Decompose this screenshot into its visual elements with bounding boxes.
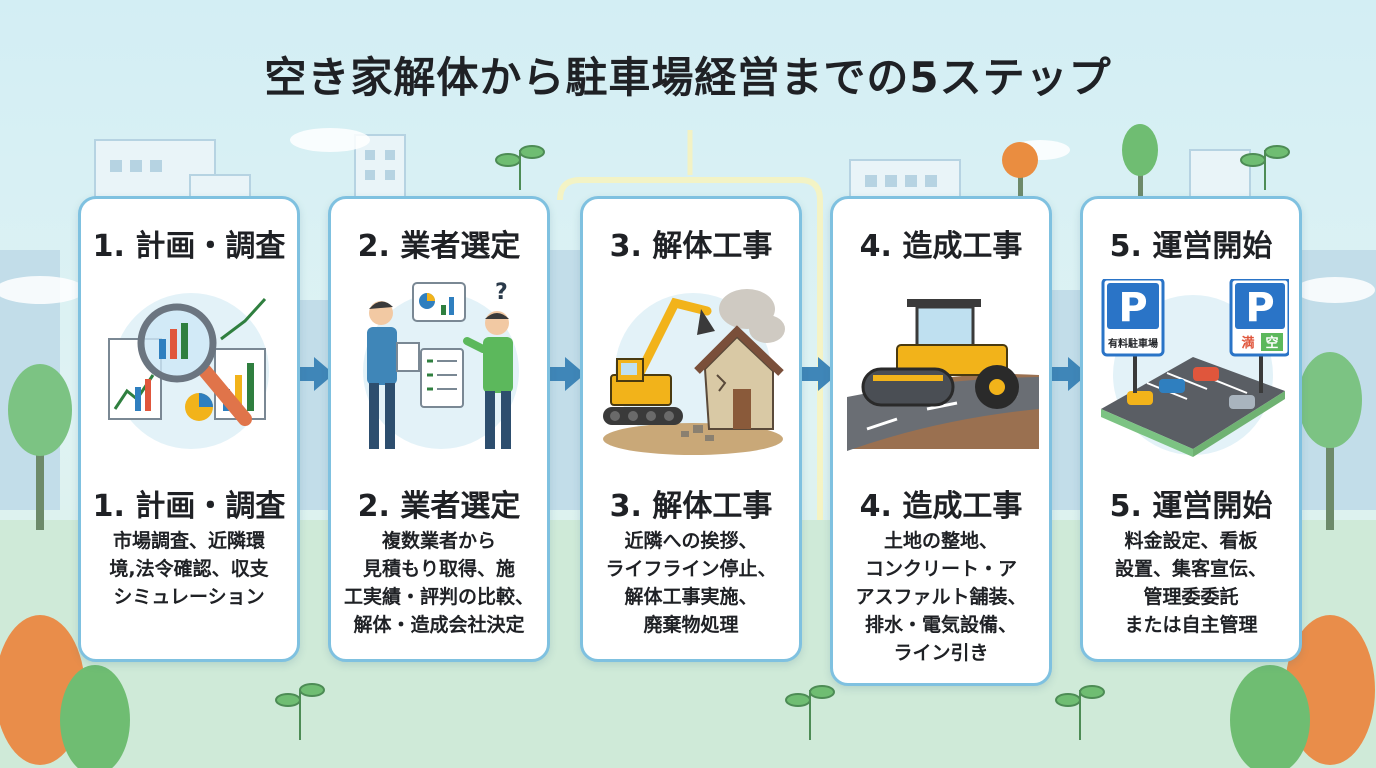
parking-lot-icon: P 有料駐車場 P 満 空 [1101, 279, 1289, 457]
sign-vacant-text: 空 [1265, 335, 1278, 351]
sign-full-text: 満 [1241, 335, 1254, 351]
step-card-2: 2. 業者選定 ? 2. 業者選定 複数業者から 見積もり取得、施 工実績・評判… [328, 196, 550, 662]
step-4-description: 土地の整地、 コンクリート・ア アスファルト舗装、 排水・電気設備、 ライン引き [839, 527, 1043, 667]
step-3-title: 3. 解体工事 [609, 489, 773, 524]
step-5-line: または自主管理 [1124, 614, 1258, 636]
step-1-description: 市場調査、近隣環 境,法令確認、収支 シミュレーション [87, 527, 291, 611]
step-4-line: 土地の整地、 [883, 530, 998, 552]
arrow-right-icon [1044, 357, 1088, 391]
step-5-title: 5. 運営開始 [1109, 489, 1273, 524]
page-title: 空き家解体から駐車場経営までの5ステップ [264, 53, 1112, 102]
step-5-line: 設置、集客宣伝、 [1114, 558, 1267, 580]
step-1-line: 市場調査、近隣環 [112, 530, 265, 552]
step-2-title: 2. 業者選定 [357, 489, 521, 524]
step-4-heading: 4. 造成工事 [859, 229, 1023, 264]
step-2-heading: 2. 業者選定 [357, 229, 521, 264]
step-3-line: 廃棄物処理 [643, 614, 739, 636]
magnifier-charts-icon [108, 293, 269, 449]
step-2-line: 見積もり取得、施 [362, 558, 515, 580]
svg-text:P: P [1118, 285, 1147, 331]
excavator-house-icon [603, 289, 785, 455]
step-5-description: 料金設定、看板 設置、集客宣伝、 管理委委託 または自主管理 [1089, 527, 1293, 639]
step-3-heading: 3. 解体工事 [609, 229, 773, 264]
step-2-description: 複数業者から 見積もり取得、施 工実績・評判の比較、 解体・造成会社決定 [337, 527, 541, 639]
svg-text:?: ? [495, 280, 508, 305]
step-1-line: シミュレーション [113, 586, 265, 608]
step-2-line: 工実績・評判の比較、 [343, 586, 534, 608]
step-4-title: 4. 造成工事 [859, 489, 1023, 524]
step-3-line: 近隣への挨拶、 [624, 530, 758, 552]
step-card-3: 3. 解体工事 3. 解体工事 近隣への挨拶、 ライフライン停止、 解体工事実施… [580, 196, 802, 662]
step-4-line: コンクリート・ア [864, 558, 1017, 580]
arrow-right-icon [794, 357, 838, 391]
step-card-1: 1. 計画・調査 1. 計画・調査 市場調査、近隣環 境,法令確認、収支 シミュ… [78, 196, 300, 662]
step-5-line: 料金設定、看板 [1124, 530, 1258, 552]
step-1-line: 境,法令確認、収支 [109, 558, 269, 580]
step-4-line: 排水・電気設備、 [864, 614, 1017, 636]
svg-text:P: P [1245, 285, 1274, 331]
step-5-heading: 5. 運営開始 [1109, 229, 1273, 264]
arrow-right-icon [290, 357, 334, 391]
step-1-heading: 1. 計画・調査 [92, 229, 286, 264]
step-4-line: ライン引き [893, 642, 989, 664]
step-card-4: 4. 造成工事 4. 造成工事 土地の整地、 コンクリート・ア アスファルト舗装… [830, 196, 1052, 686]
step-1-title: 1. 計画・調査 [92, 489, 286, 524]
step-3-line: ライフライン停止、 [605, 558, 777, 580]
arrow-right-icon [541, 357, 585, 391]
sign-left-text: 有料駐車場 [1108, 337, 1158, 350]
consultation-people-icon: ? [363, 280, 519, 449]
step-4-line: アスファルト舗装、 [855, 586, 1027, 608]
step-3-description: 近隣への挨拶、 ライフライン停止、 解体工事実施、 廃棄物処理 [589, 527, 793, 639]
step-2-line: 複数業者から [381, 530, 496, 552]
step-2-line: 解体・造成会社決定 [353, 614, 525, 636]
step-3-line: 解体工事実施、 [624, 586, 758, 608]
road-roller-icon [847, 299, 1039, 451]
step-card-5: 5. 運営開始 P 有料駐車場 P 満 空 5. 運営開始 料金設定、看板 設置… [1080, 196, 1302, 662]
step-5-line: 管理委委託 [1143, 586, 1239, 608]
